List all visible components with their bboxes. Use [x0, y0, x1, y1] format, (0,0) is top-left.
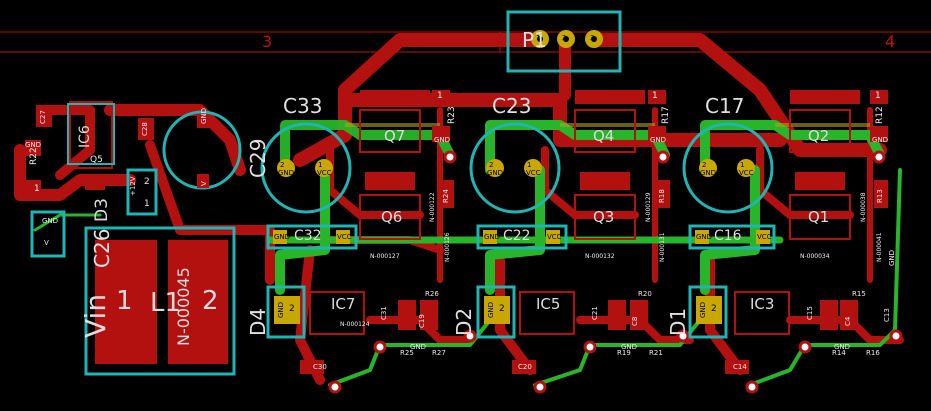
header-pin-3: 3 [590, 34, 595, 42]
res-r13: R13 [876, 189, 884, 203]
ic-ic3-label: IC3 [750, 295, 775, 313]
net-gnd-left: GND [25, 141, 42, 149]
ic-ic3 [734, 291, 790, 335]
transistor-q5: Q5 [90, 155, 103, 165]
cap-c32[interactable] [266, 224, 358, 250]
transistor-outlines [359, 109, 851, 240]
cap-c29-label: C29 [246, 138, 270, 178]
ic-ic6-label: IC6 [77, 125, 93, 148]
header-ref: P1 [522, 28, 547, 52]
cap-c33-label: C33 [283, 94, 323, 118]
transistor-q6: Q6 [381, 208, 403, 226]
header-p1[interactable] [506, 10, 622, 73]
cap-c17[interactable] [682, 122, 774, 214]
diode-d2[interactable] [476, 285, 516, 339]
diode-d3-label: D3 [92, 198, 112, 222]
transistor-q2: Q2 [808, 127, 830, 145]
cap-c16[interactable] [688, 224, 776, 250]
diode-d4-label: D4 [246, 307, 270, 336]
transistor-q3: Q3 [593, 208, 615, 226]
cap-c22-label: C22 [503, 228, 531, 244]
zone-label-left: 3 [262, 32, 273, 51]
cap-c23-label: C23 [492, 94, 532, 118]
res-r18: R18 [658, 189, 666, 203]
vin-v-pad: V [44, 239, 49, 247]
inductor-l1[interactable] [84, 226, 236, 376]
inductor-l1-label: L1 [150, 288, 182, 318]
cap-c22[interactable] [476, 224, 568, 250]
vias [328, 150, 903, 394]
diode-d2-label: D2 [452, 307, 476, 336]
header-pin-2: 2 [562, 34, 567, 42]
res-r12: R12 [875, 106, 885, 124]
ic-ic7-label: IC7 [331, 295, 356, 313]
net-12v-label: +12V [129, 176, 137, 196]
cap-c26-label: C26 [90, 228, 114, 268]
cap-c33[interactable] [260, 122, 352, 214]
res-r17: R17 [661, 106, 671, 124]
cap-c27-label: C27 [39, 110, 47, 124]
res-r22-label: R22 [29, 147, 39, 165]
header-pin-1: 1 [536, 34, 541, 42]
cap-c29[interactable] [162, 110, 242, 190]
cap-c16-label: C16 [714, 228, 742, 244]
inductor-net-n45: N-000045 [174, 267, 193, 346]
res-r23: R23 [447, 106, 457, 124]
cap-c28-label: C28 [141, 122, 149, 136]
ic-ic6 [69, 101, 113, 169]
ic-ic7 [309, 291, 365, 335]
cap-c17-label: C17 [705, 94, 745, 118]
vin-connector[interactable] [30, 210, 66, 258]
diode-d4[interactable] [266, 285, 306, 339]
inductor-net-vin: Vin [79, 293, 112, 338]
ic-ic5-label: IC5 [536, 295, 561, 313]
cap-c32-label: C32 [294, 228, 322, 244]
d3-outline[interactable] [126, 168, 158, 216]
zone-label-right: 4 [885, 32, 896, 51]
res-r24: R24 [442, 189, 450, 203]
cap-c23[interactable] [469, 122, 561, 214]
ic-ic5 [519, 291, 575, 335]
transistor-q1: Q1 [808, 208, 830, 226]
transistor-q4: Q4 [593, 127, 615, 145]
transistor-q7: Q7 [384, 127, 406, 145]
diode-d1[interactable] [688, 285, 728, 339]
ic6-outline[interactable] [67, 103, 115, 165]
vin-gnd-pad: GND [42, 217, 59, 225]
diode-d1-label: D1 [666, 307, 690, 336]
